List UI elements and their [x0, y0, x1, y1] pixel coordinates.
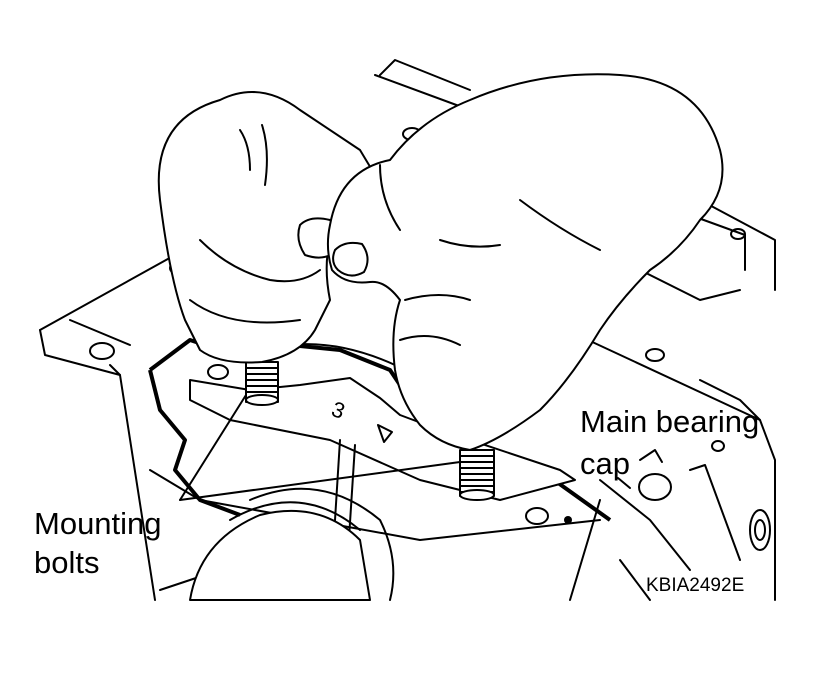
right-hand [326, 73, 724, 451]
crank-component [189, 509, 371, 601]
figure-code: KBIA2492E [646, 575, 745, 596]
mounting-bolt-right [459, 449, 495, 501]
leader-lines [179, 394, 663, 501]
mounting-bolt-left [245, 361, 279, 406]
mounting-bolts-label-line2: bolts [34, 545, 100, 580]
mounting-bolts-label: Mounting [34, 506, 162, 541]
block-holes [89, 127, 771, 551]
main-bearing-cap-label-line2: cap [580, 446, 630, 481]
main-bearing-cap-label: Main bearing [580, 404, 760, 439]
